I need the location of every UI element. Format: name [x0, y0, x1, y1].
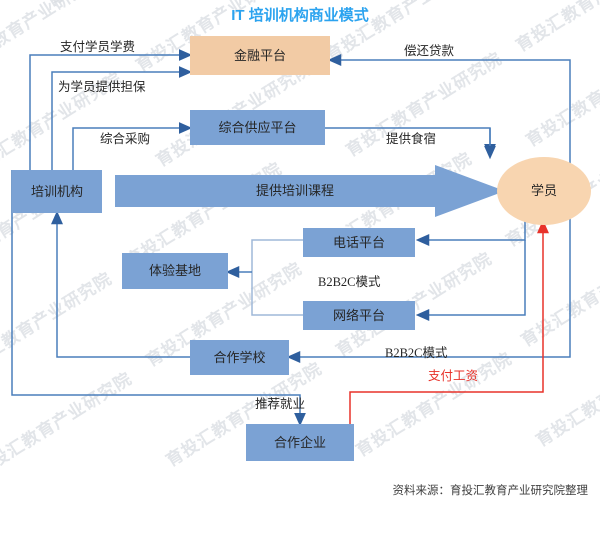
edge-label-b2b2c-upper: B2B2C模式: [318, 275, 381, 289]
edge-label-pay-salary: 支付工资: [428, 369, 479, 383]
edge-label-provide-accommodation: 提供食宿: [386, 132, 437, 146]
node-partner-enterprise[interactable]: 合作企业: [246, 424, 354, 461]
edge-label-integrated-procurement: 综合采购: [100, 132, 151, 146]
node-network-platform[interactable]: 网络平台: [303, 301, 415, 330]
edge-label-provide-guarantee: 为学员提供担保: [58, 80, 146, 94]
node-finance-platform[interactable]: 金融平台: [190, 36, 330, 75]
edge-label-b2b2c-lower: B2B2C模式: [385, 346, 448, 360]
node-phone-platform[interactable]: 电话平台: [303, 228, 415, 257]
node-training-org[interactable]: 培训机构: [12, 170, 102, 213]
source-note: 资料来源：育投汇教育产业研究院整理: [392, 485, 589, 497]
edge-label-recommend-employment: 推荐就业: [255, 397, 306, 411]
node-experience-base[interactable]: 体验基地: [122, 253, 228, 289]
provide-courses-block-arrow: [115, 165, 505, 217]
node-supply-platform[interactable]: 综合供应平台: [190, 110, 325, 145]
edge-label-pay-tuition: 支付学员学费: [60, 40, 136, 54]
node-student[interactable]: 学员: [497, 157, 591, 225]
edge-label-repay-loan: 偿还贷款: [404, 44, 455, 58]
page-title: IT 培训机构商业模式: [231, 7, 369, 24]
node-partner-school[interactable]: 合作学校: [190, 340, 289, 375]
provide-courses-label: 提供培训课程: [255, 183, 334, 198]
